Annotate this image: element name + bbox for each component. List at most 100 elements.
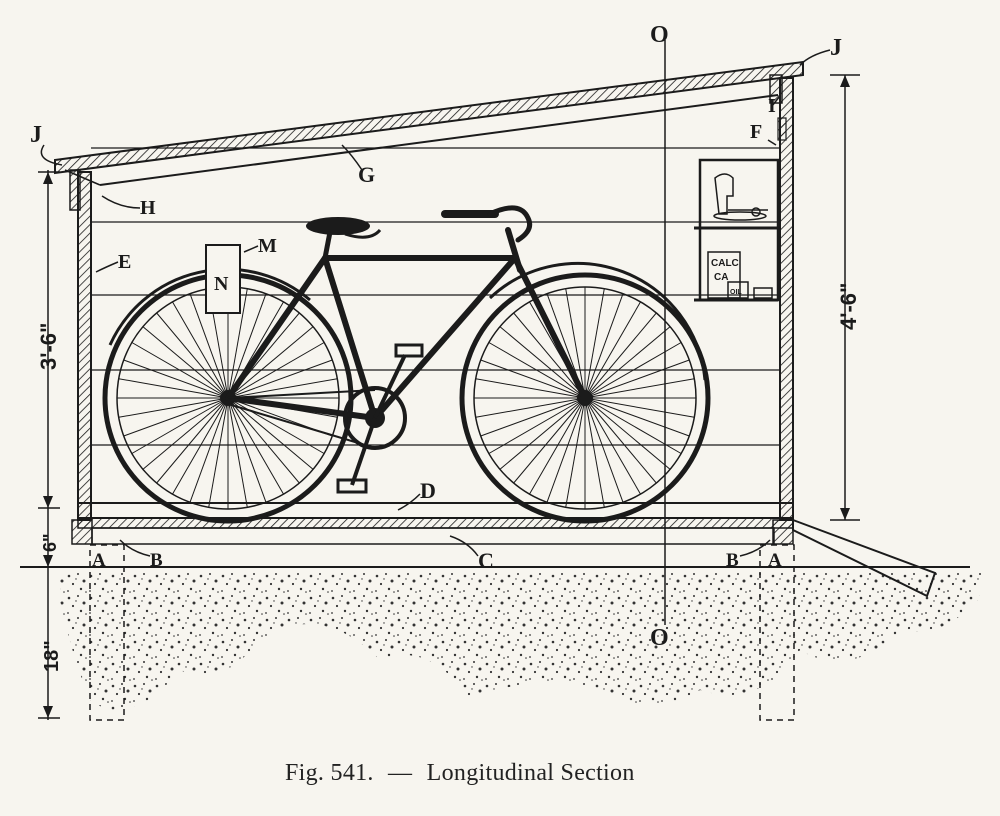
- wheel-spoke: [227, 397, 248, 508]
- wheel-spoke: [513, 397, 586, 484]
- wheel-spoke: [546, 397, 586, 503]
- wheel-spoke: [480, 359, 586, 399]
- seat: [306, 217, 382, 259]
- label-o-bottom: O: [650, 625, 669, 651]
- wheel-spoke: [513, 312, 586, 399]
- footings: [89, 544, 795, 721]
- wheel-spoke: [118, 378, 229, 399]
- wheel-spoke: [172, 301, 229, 399]
- roof: [54, 60, 804, 186]
- wheel-spoke: [499, 397, 586, 470]
- wheel-spoke: [142, 397, 229, 470]
- dim-left-wall: 3'-6": [36, 323, 61, 370]
- wheel-spoke: [565, 397, 586, 508]
- wheel-spoke: [227, 397, 284, 495]
- label-h: H: [140, 197, 156, 219]
- wall-boards: [91, 147, 780, 446]
- wheel-spoke: [227, 397, 300, 484]
- caption-fig-number: Fig. 541.: [285, 760, 374, 786]
- wheel-spoke: [584, 397, 695, 418]
- wheel-spoke: [189, 293, 229, 399]
- leader-lines: [40, 49, 831, 557]
- wheel-spoke: [118, 397, 229, 418]
- wheel-spoke: [584, 397, 641, 495]
- label-f: F: [750, 121, 762, 143]
- floor: [71, 502, 794, 545]
- wheel-spoke: [584, 288, 605, 399]
- label-e: E: [118, 251, 131, 273]
- dimension-arrows: [43, 75, 850, 718]
- label-g: G: [358, 162, 375, 187]
- walls: [69, 74, 794, 521]
- wheel-spoke: [189, 397, 229, 503]
- wheel-spoke: [584, 397, 605, 508]
- tool-items: [713, 173, 768, 221]
- chainring: [227, 343, 424, 494]
- wheel-spoke: [123, 359, 229, 399]
- wheel-spoke: [584, 326, 671, 399]
- wheel-spoke: [156, 397, 229, 484]
- shelves: [694, 158, 780, 302]
- label-a-left: A: [92, 550, 106, 571]
- wheel-spoke: [172, 397, 229, 495]
- caption-title: Longitudinal Section: [427, 760, 635, 786]
- label-b-left: B: [150, 550, 163, 571]
- wheel-spoke: [584, 293, 624, 399]
- can-label-2: CA: [714, 272, 728, 283]
- wheel-spoke: [131, 342, 229, 399]
- ground: [20, 566, 985, 710]
- label-j-left: J: [30, 122, 42, 148]
- tag-n: [205, 244, 241, 314]
- label-n: N: [214, 273, 229, 295]
- label-d: D: [420, 478, 436, 503]
- bicycle: [102, 205, 711, 524]
- wheel-spoke: [584, 378, 695, 399]
- wheel-spoke: [480, 397, 586, 437]
- wheel-spoke: [142, 326, 229, 399]
- label-o-top: O: [650, 22, 669, 48]
- ramp: [792, 518, 937, 598]
- wheel-spoke: [488, 342, 586, 399]
- wheel-spoke: [227, 288, 248, 399]
- wheel-spoke: [227, 397, 267, 503]
- wheel-spoke: [227, 293, 267, 399]
- dim-floor: 6": [40, 533, 60, 552]
- wheel-spoke: [475, 397, 586, 418]
- wheel-spoke: [227, 378, 338, 399]
- can-items: [707, 251, 773, 299]
- oil-label: OIL: [730, 289, 742, 296]
- label-m: M: [258, 235, 277, 257]
- wheel-spoke: [131, 397, 229, 454]
- wheel-spoke: [227, 397, 325, 454]
- wheel-spoke: [584, 397, 690, 437]
- wheel-spoke: [475, 378, 586, 399]
- dimension-lines: [38, 74, 860, 720]
- wheel-spoke: [499, 326, 586, 399]
- wheel-spoke: [584, 397, 671, 470]
- wheel-spoke: [227, 342, 325, 399]
- label-b-right: B: [726, 550, 739, 571]
- wheel-spoke: [584, 397, 624, 503]
- wheel-spoke: [584, 301, 641, 399]
- wheel-spoke: [529, 397, 586, 495]
- figure-caption: Fig. 541. — Longitudinal Section: [285, 760, 635, 786]
- wheel-spoke: [227, 326, 314, 399]
- wheel-spoke: [565, 288, 586, 399]
- dim-right-wall: 4'-6": [836, 283, 861, 330]
- label-a-right: A: [768, 550, 782, 571]
- bicycle-frame: [225, 227, 588, 421]
- wheel-spoke: [227, 397, 314, 470]
- fenders: [108, 261, 707, 381]
- dim-footing: 18": [41, 640, 63, 672]
- wheel-spoke: [227, 359, 333, 399]
- label-c: C: [478, 548, 494, 573]
- wheel-spoke: [208, 397, 229, 508]
- wheel-spoke: [584, 312, 657, 399]
- wheel-spoke: [584, 397, 657, 484]
- wheel-spoke: [488, 397, 586, 454]
- handlebar: [441, 205, 533, 243]
- can-label-1: CALC: [711, 258, 739, 269]
- wheel-spoke: [584, 359, 690, 399]
